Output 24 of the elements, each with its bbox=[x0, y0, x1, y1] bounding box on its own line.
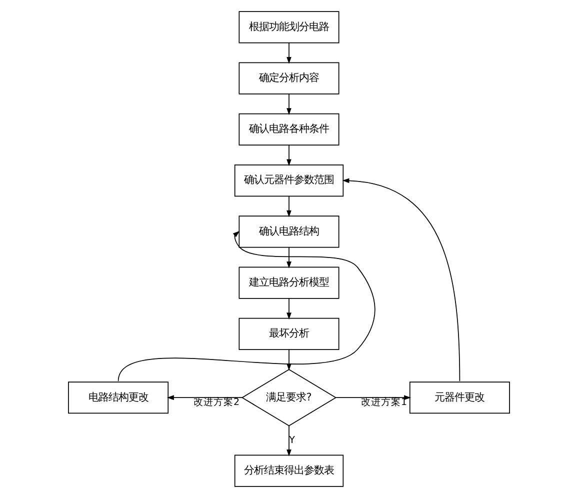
arrow bbox=[166, 395, 242, 400]
edge-label: 改进方案1 bbox=[360, 397, 407, 408]
arrow bbox=[286, 144, 291, 166]
arrow bbox=[342, 178, 460, 382]
node-box: 确认元器件参数范围 bbox=[234, 164, 344, 197]
arrow bbox=[286, 298, 291, 320]
node-box: 根据功能划分电路 bbox=[238, 11, 339, 44]
arrow bbox=[286, 196, 291, 218]
node-box: 确认电路结构 bbox=[238, 216, 339, 248]
node-box: 电路结构更改 bbox=[68, 382, 168, 414]
arrow bbox=[286, 42, 291, 64]
node-box: 最坏分析 bbox=[238, 318, 339, 350]
node-box: 确认电路各种条件 bbox=[238, 113, 339, 146]
arrow bbox=[117, 230, 375, 382]
arrow bbox=[286, 425, 291, 456]
node-box: 分析结束得出参数表 bbox=[234, 454, 344, 487]
node-diamond: 满足要求? bbox=[240, 368, 336, 426]
arrow bbox=[286, 246, 291, 268]
node-box: 建立电路分析模型 bbox=[238, 266, 339, 299]
node-box: 确定分析内容 bbox=[238, 62, 339, 94]
arrow bbox=[286, 94, 291, 116]
arrow bbox=[335, 395, 410, 400]
edge-label: 改进方案2 bbox=[193, 397, 240, 408]
node-box: 元器件更改 bbox=[408, 382, 510, 414]
